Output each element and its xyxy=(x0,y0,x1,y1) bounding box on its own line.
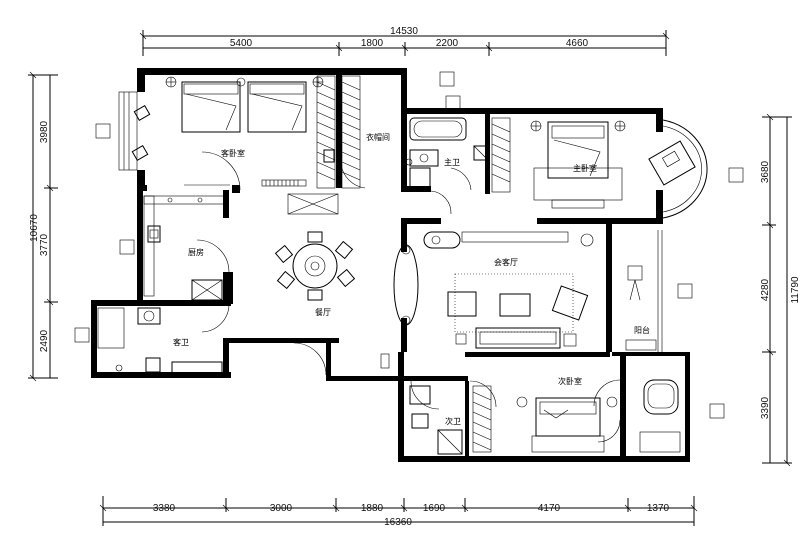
top-dim-1: 5400 xyxy=(230,38,253,49)
right-dim-3: 3390 xyxy=(760,396,771,419)
label-master-bath: 主卫 xyxy=(444,157,460,167)
label-second-bedroom: 次卧室 xyxy=(558,376,582,386)
doors xyxy=(196,151,621,443)
top-dimension-lines xyxy=(139,30,670,56)
top-total-dim: 14530 xyxy=(390,26,418,37)
left-total-dim: 10670 xyxy=(29,214,40,242)
living-room-furniture xyxy=(393,231,594,349)
top-dim-3: 2200 xyxy=(436,38,459,49)
label-cloakroom: 衣帽间 xyxy=(366,132,390,142)
label-master-bedroom: 主卧室 xyxy=(573,163,597,173)
right-dimension-lines xyxy=(762,113,792,467)
bottom-total-dim: 16360 xyxy=(384,517,412,528)
right-dim-1: 3680 xyxy=(760,160,771,183)
left-dim-3: 2490 xyxy=(39,329,50,352)
label-guest-bath: 客卫 xyxy=(173,337,189,347)
cloakroom-closets xyxy=(316,75,361,189)
label-guest-bedroom: 客卧室 xyxy=(221,148,245,158)
right-total-dim: 11790 xyxy=(790,276,801,304)
windows xyxy=(118,91,708,352)
label-second-bath: 次卫 xyxy=(445,416,461,426)
left-dim-2: 3770 xyxy=(39,233,50,256)
label-dining-room: 餐厅 xyxy=(315,308,331,317)
bottom-dim-5: 4170 xyxy=(538,503,561,514)
label-living-room: 会客厅 xyxy=(494,257,518,267)
right-dim-2: 4280 xyxy=(760,278,771,301)
kitchen-fixtures xyxy=(143,195,225,301)
bottom-dim-3: 1880 xyxy=(361,503,384,514)
top-dim-2: 1800 xyxy=(361,38,384,49)
bottom-dim-6: 1370 xyxy=(647,503,670,514)
guest-beds xyxy=(131,76,335,187)
dining-set xyxy=(274,193,356,301)
master-bath-fixtures xyxy=(405,117,511,193)
side-legends xyxy=(74,71,744,419)
label-balcony: 阳台 xyxy=(634,325,650,335)
left-dimension-lines xyxy=(28,71,58,382)
bottom-dim-2: 3000 xyxy=(270,503,293,514)
guest-bath-fixtures xyxy=(97,307,223,375)
second-bedroom-furniture xyxy=(516,379,681,453)
master-bed xyxy=(530,120,696,209)
bottom-dim-4: 1690 xyxy=(423,503,446,514)
label-kitchen: 厨房 xyxy=(188,247,204,257)
bottom-dimension-lines xyxy=(99,496,698,526)
balcony-furniture xyxy=(625,265,657,351)
top-dim-4: 4660 xyxy=(566,38,589,49)
second-bath-fixtures xyxy=(409,385,492,455)
bottom-dim-1: 3380 xyxy=(153,503,176,514)
left-dim-1: 3980 xyxy=(39,120,50,143)
